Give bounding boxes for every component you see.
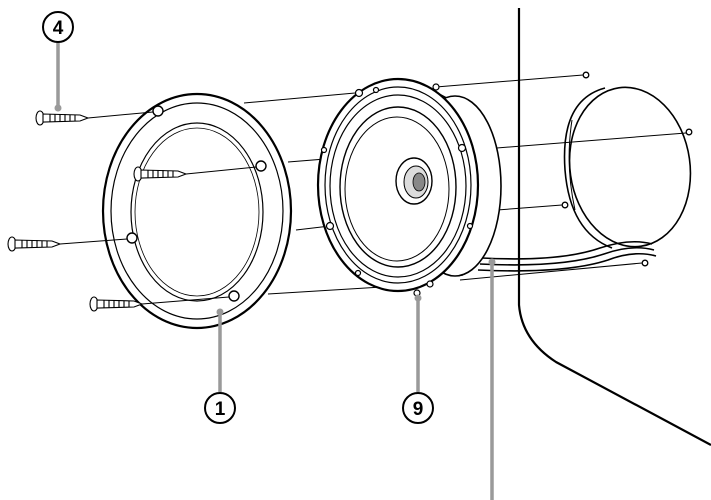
screw-3 [7,236,62,252]
mounting-hole [563,86,692,249]
screw-4 [89,296,144,312]
panel-screw-holes [561,71,693,267]
screws [7,110,188,312]
callout-1: 1 [204,392,236,424]
alignment-lines [243,74,687,295]
callout-9: 9 [402,392,434,424]
speaker-cable [477,240,657,272]
svg-text:4: 4 [53,18,64,39]
svg-text:1: 1 [215,399,226,420]
leader-lines [54,42,496,500]
screw-guide-lines [59,111,257,305]
grille [101,92,293,330]
screw-2 [133,166,188,182]
callout-4: 4 [42,11,74,43]
panel-outline [517,8,711,446]
svg-text:9: 9 [413,399,424,420]
speaker-unit [316,77,502,297]
screw-1 [35,110,90,126]
